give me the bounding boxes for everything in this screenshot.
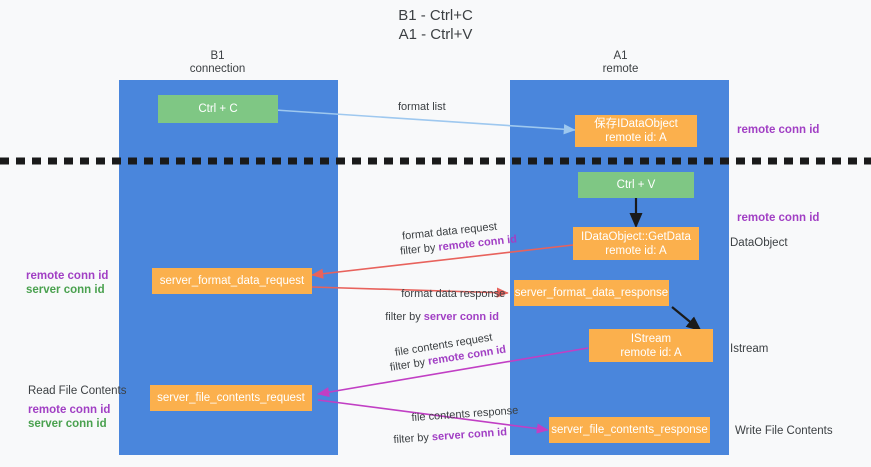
column-header-a1: A1 remote <box>602 50 639 75</box>
filter-key-remote-conn-id: remote conn id <box>427 343 507 368</box>
box-server-format-data-response[interactable]: server_format_data_response <box>514 280 669 306</box>
note-right-istream: Istream <box>730 343 769 355</box>
filter-prefix: filter by <box>393 431 433 447</box>
filter-key-server-conn-id: server conn id <box>423 311 499 323</box>
box-server-file-contents-request[interactable]: server_file_contents_request <box>150 385 312 411</box>
box-save-idataobject[interactable]: 保存IDataObject remote id: A <box>575 115 697 147</box>
note-left-bottom-remote-conn-id: remote conn id <box>28 404 111 416</box>
note-left-read-file-contents: Read File Contents <box>28 385 127 397</box>
filter-key-remote-conn-id: remote conn id <box>437 233 518 254</box>
filter-key-server-conn-id: server conn id <box>431 426 508 444</box>
edge-label-file-contents-response-filter: filter by server conn id <box>380 413 508 461</box>
note-left-bottom-server-conn-id: server conn id <box>28 418 107 430</box>
note-right-mid-remote-conn-id: remote conn id <box>737 212 820 224</box>
box-ctrl-v[interactable]: Ctrl + V <box>578 172 694 198</box>
column-header-b1: B1 connection <box>189 50 246 75</box>
note-right-write-file-contents: Write File Contents <box>735 425 833 437</box>
note-left-mid-server-conn-id: server conn id <box>26 284 105 296</box>
box-server-format-data-request[interactable]: server_format_data_request <box>152 268 312 294</box>
note-right-top-remote-conn-id: remote conn id <box>737 124 820 136</box>
box-istream[interactable]: IStream remote id: A <box>589 329 713 362</box>
box-idataobject-getdata[interactable]: IDataObject::GetData remote id: A <box>573 227 699 260</box>
edge-label-format-data-response: format data response <box>389 275 505 314</box>
filter-prefix: filter by <box>385 311 424 323</box>
edge-label-format-list: format list <box>398 101 446 113</box>
box-server-file-contents-response[interactable]: server_file_contents_response <box>549 417 710 443</box>
note-right-dataobject: DataObject <box>730 237 788 249</box>
diagram-title: B1 - Ctrl+C A1 - Ctrl+V <box>398 7 473 43</box>
note-left-mid-remote-conn-id: remote conn id <box>26 270 109 282</box>
edge-label-format-data-response-filter: filter by server conn id <box>373 298 499 337</box>
filter-prefix: filter by <box>399 241 440 258</box>
edge-label-format-data-response-text: format data response <box>401 288 506 300</box>
filter-prefix: filter by <box>389 355 430 374</box>
box-ctrl-c[interactable]: Ctrl + C <box>158 95 278 123</box>
